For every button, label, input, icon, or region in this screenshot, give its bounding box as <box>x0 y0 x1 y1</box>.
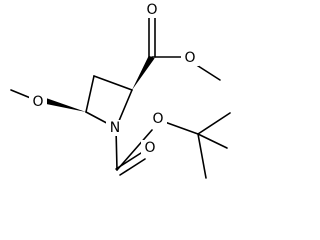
molecule-drawing: O O O N O O <box>10 2 231 179</box>
atom-boc-alkoxy-oxygen: O <box>152 111 163 127</box>
atom-methoxy-oxygen: O <box>32 94 43 110</box>
wedge-bond-c4-methoxy <box>43 97 86 112</box>
bond-boc-o-tbu <box>161 120 199 135</box>
bond-boc-c-o <box>116 129 153 171</box>
bond-boc-carbonyl-o-b <box>119 158 146 176</box>
wedge-bond-c2-ester <box>132 55 155 90</box>
bond-ring-c3-c4 <box>85 75 95 113</box>
structure-diagram: O O O N O O <box>10 2 231 179</box>
atom-ring-nitrogen: N <box>110 120 120 136</box>
atom-ester-alkoxy-oxygen: O <box>184 50 195 66</box>
bond-tbu-methyl-3 <box>197 133 207 179</box>
bond-tbu-methyl-2 <box>197 133 228 149</box>
atom-boc-carbonyl-oxygen: O <box>144 140 155 156</box>
atom-ester-carbonyl-oxygen: O <box>146 2 157 18</box>
bond-ester-o-methyl <box>194 63 221 81</box>
bond-ring-c2-c3 <box>93 75 133 91</box>
bond-tbu-methyl-1 <box>197 112 231 135</box>
